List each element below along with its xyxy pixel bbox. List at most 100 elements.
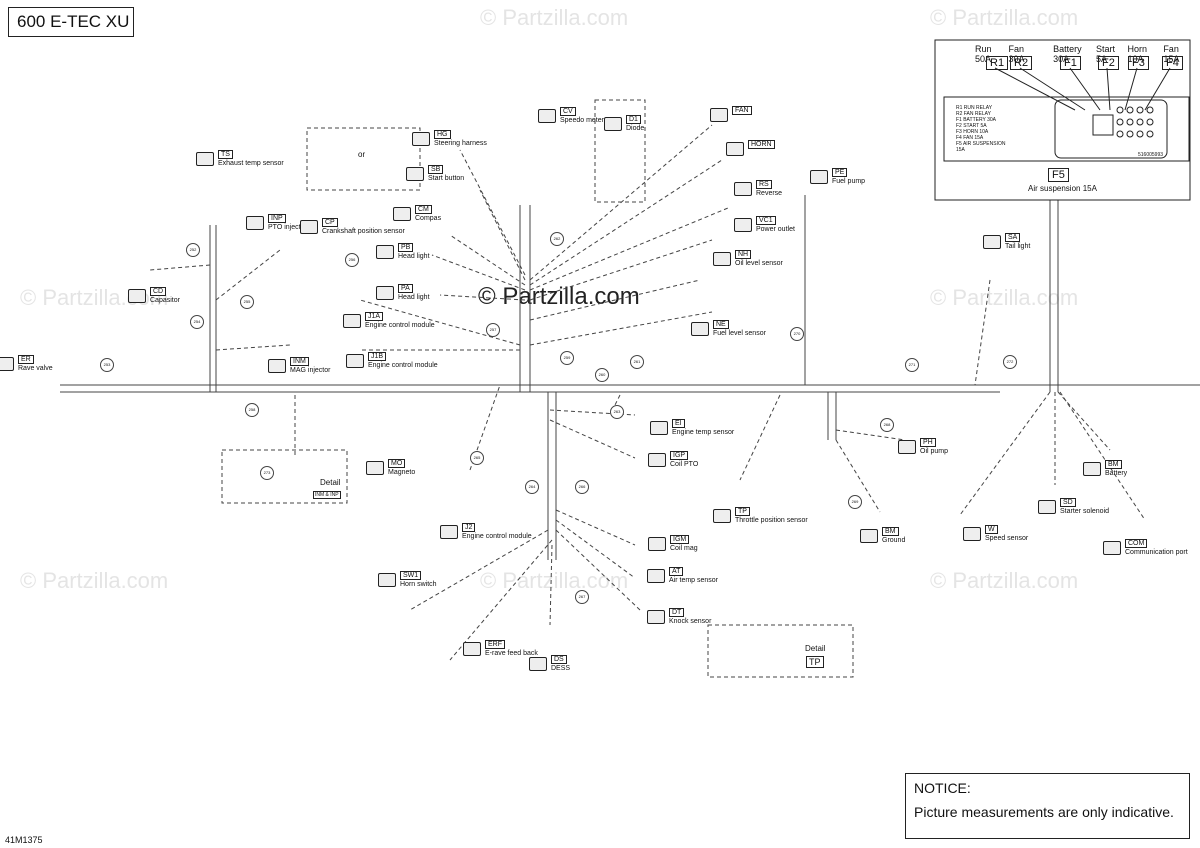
component-code: SB (428, 165, 444, 174)
component-code: BM (882, 527, 899, 536)
fuse-legend-line: F5 AIR SUSPENSION (956, 141, 1006, 147)
connector-icon (810, 170, 828, 184)
component-label: Start button (428, 175, 465, 182)
connector-icon (691, 322, 709, 336)
notice-box: NOTICE: Picture measurements are only in… (905, 773, 1190, 839)
component-label: Speed sensor (985, 535, 1029, 542)
component-label: Fuel level sensor (713, 330, 766, 337)
component-code: RS (756, 180, 772, 189)
wire-tag: 265 (470, 451, 484, 465)
component-code: J1A (365, 312, 384, 321)
wire-tag: 264 (525, 480, 539, 494)
connector-icon (366, 461, 384, 475)
watermark: © Partzilla.com (930, 568, 1079, 593)
component-label: DESS (551, 665, 571, 672)
wire-tag: 269 (848, 495, 862, 509)
component-label: PTO injector (268, 224, 307, 231)
component-label: Crankshaft position sensor (322, 228, 405, 235)
wire-tag: 266 (575, 480, 589, 494)
component-label: Engine temp sensor (672, 429, 735, 436)
wire-tag: 256 (345, 253, 359, 267)
connector-icon (604, 117, 622, 131)
component-label: Power outlet (756, 226, 795, 233)
fuse-legend-line: R1 RUN RELAY (956, 105, 993, 111)
component-code: TS (218, 150, 233, 159)
component-label: Reverse (756, 190, 783, 197)
connector-icon (713, 509, 731, 523)
connector-icon (726, 142, 744, 156)
component-code: PB (398, 243, 414, 252)
component-label: Head light (398, 294, 430, 301)
component-code: J2 (462, 523, 476, 532)
component-code: NH (735, 250, 752, 259)
fuse-box-connector (1054, 99, 1168, 159)
component-label: MAG injector (290, 367, 331, 374)
connector-icon (128, 289, 146, 303)
component-code: NE (713, 320, 729, 329)
connector-icon (0, 357, 14, 371)
component-label: Exhaust temp sensor (218, 160, 284, 167)
fuse-slot: F4 (1162, 56, 1183, 70)
fuse-legend-line: F4 FAN 15A (956, 135, 984, 141)
fuse-legend-line: 15A (956, 147, 965, 153)
component-label: Head light (398, 253, 430, 260)
fuse-legend-line: R2 FAN RELAY (956, 111, 991, 117)
wire-tag: 262 (550, 232, 564, 246)
component-label: Oil level sensor (735, 260, 783, 267)
component-code: FAN (732, 106, 752, 115)
fuse-label: Fan 15A (1163, 44, 1180, 64)
connector-icon (963, 527, 981, 541)
component-code: TP (735, 507, 750, 516)
right-branch (1049, 200, 1059, 392)
connector-icon (343, 314, 361, 328)
component-label: Speedo meter (560, 117, 604, 124)
wire-tag: 258 (245, 403, 259, 417)
component-code: D1 (626, 115, 641, 124)
wire-tag: 254 (190, 315, 204, 329)
fuse-part-no: 516005993 (1138, 152, 1164, 158)
oil-pump-branch (827, 392, 837, 440)
connector-icon (268, 359, 286, 373)
component-code: SW1 (400, 571, 422, 580)
component-label: Coil mag (670, 545, 698, 552)
component-label: E-rave feed back (485, 650, 538, 657)
component-code: INM (290, 357, 309, 366)
wire-tag: 261 (630, 355, 644, 369)
connector-icon (1038, 500, 1056, 514)
connector-icon (983, 235, 1001, 249)
wire-tag: 253 (100, 358, 114, 372)
component-code: CV (560, 107, 576, 116)
notice-text: Picture measurements are only indicative… (914, 804, 1174, 820)
component-label: Knock sensor (669, 618, 712, 625)
connector-icon (300, 220, 318, 234)
component-label: Ground (882, 537, 906, 544)
connector-icon (650, 421, 668, 435)
component-code: MO (388, 459, 406, 468)
watermark: © Partzilla.com (20, 568, 169, 593)
fuse-label: Fan 30A (1008, 44, 1025, 64)
fuse-box-body (943, 96, 1190, 162)
watermark: © Partzilla.com (480, 568, 629, 593)
fuse-slot: R1 (986, 56, 1009, 70)
component-code: J1B (368, 352, 387, 361)
connector-icon (538, 109, 556, 123)
component-code: COM (1125, 539, 1148, 548)
connector-icon (898, 440, 916, 454)
component-label: Diode (626, 125, 645, 132)
fuse-slot: F3 (1128, 56, 1149, 70)
connector-icon (647, 610, 665, 624)
component-code: ER (18, 355, 34, 364)
component-code: EI (672, 419, 685, 428)
